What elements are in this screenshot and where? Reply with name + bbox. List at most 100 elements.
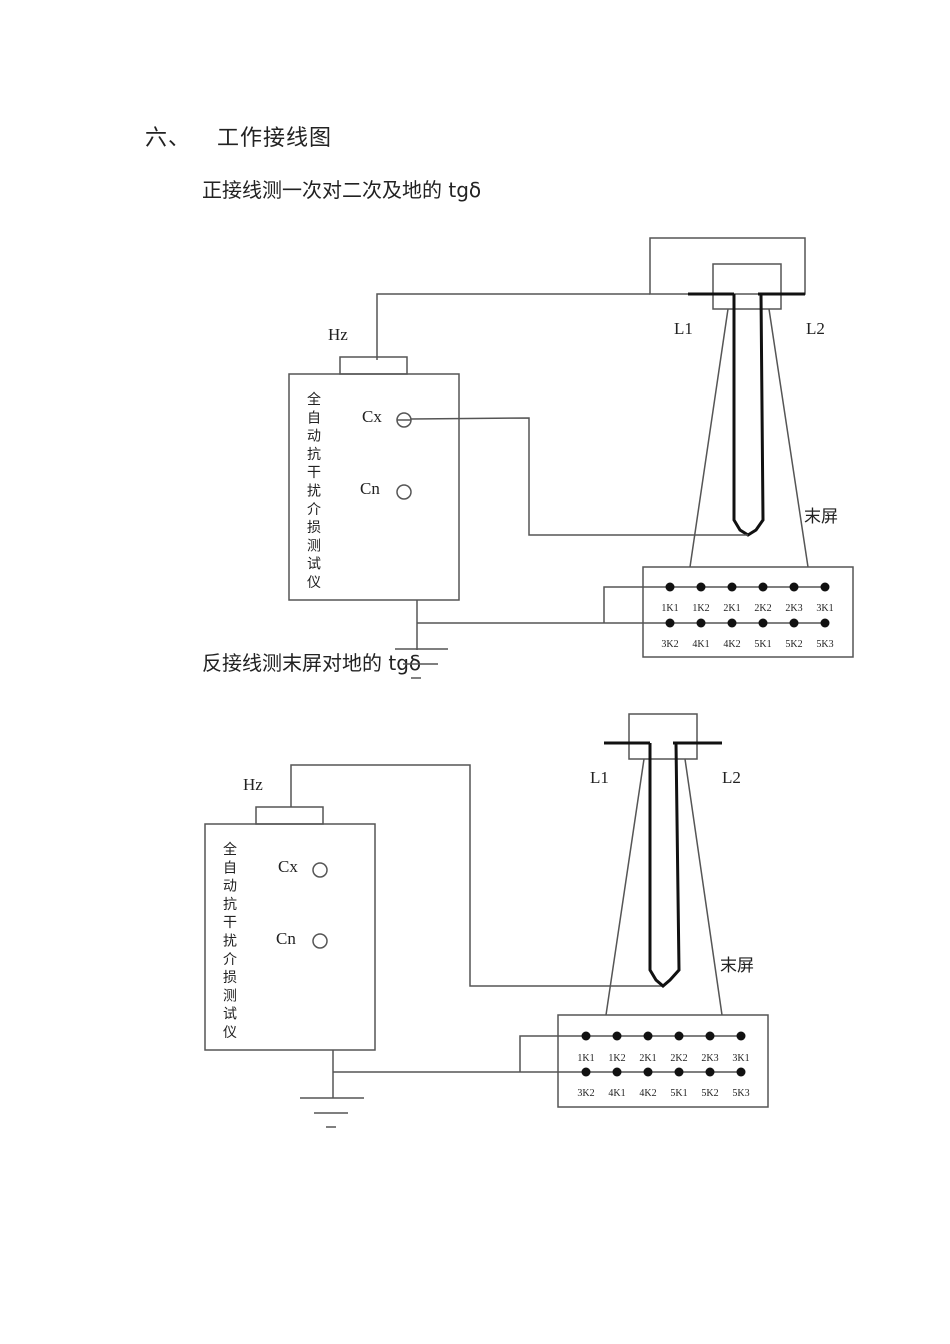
instrument-name-char: 自 [223, 860, 237, 876]
instrument-name-char: 动 [223, 879, 237, 895]
terminal-label: 2K1 [639, 1053, 656, 1064]
hz-wire [376, 293, 650, 360]
terminal-dot [758, 582, 768, 592]
terminal-dot [705, 1031, 715, 1041]
section-number: 六、 [145, 126, 192, 151]
l2-label: L2 [722, 768, 741, 787]
instrument-name-char: 动 [307, 429, 321, 445]
caption-text: 正接线测一次对二次及地的 [202, 178, 442, 202]
bushing-right-edge [768, 308, 809, 568]
instrument-name-char: 试 [307, 557, 321, 573]
instrument-name-char: 损 [223, 970, 237, 986]
instrument-box [204, 823, 376, 1051]
cn-label: Cn [360, 479, 380, 498]
bushing-head [628, 713, 698, 760]
bushing-right-edge [684, 758, 723, 1016]
hz-label: Hz [328, 325, 348, 344]
terminal-dot [665, 582, 675, 592]
terminal-dot [581, 1031, 591, 1041]
section-heading: 六、 工作接线图 [145, 120, 332, 152]
caption-symbol: tgδ [448, 178, 482, 202]
terminal-dot [758, 618, 768, 628]
instrument-name-char: 抗 [307, 447, 321, 463]
terminal-dot [612, 1067, 622, 1077]
instrument-name-char: 介 [307, 502, 321, 518]
terminal-label: 3K1 [732, 1053, 749, 1064]
terminal-dot [696, 618, 706, 628]
diagram-1-terminal-dots [665, 582, 830, 628]
caption-text: 反接线测末屏对地的 [202, 651, 382, 675]
terminal-dot [643, 1031, 653, 1041]
terminal-dot [727, 618, 737, 628]
screen-label: 末屏 [804, 507, 838, 527]
terminal-dot [789, 582, 799, 592]
cx-wire [410, 417, 748, 536]
cx-label: Cx [278, 857, 298, 876]
instrument-name-char: 干 [307, 465, 321, 481]
instrument-box [288, 373, 460, 601]
terminal-box [642, 566, 854, 658]
terminal-dot [736, 1067, 746, 1077]
diagram-2-labels: Hz Cx Cn L1 L2 末屏 [243, 768, 754, 976]
l2-label: L2 [806, 319, 825, 338]
hz-port [255, 806, 324, 825]
terminal-dot [820, 618, 830, 628]
terminal-label: 2K2 [754, 603, 771, 614]
terminal-dot [665, 618, 675, 628]
instrument-name-char: 抗 [223, 897, 237, 913]
terminal-label: 5K1 [670, 1088, 687, 1099]
terminal-label: 2K1 [723, 603, 740, 614]
terminal-dot [612, 1031, 622, 1041]
ground-link-wire [603, 586, 643, 623]
bushing-left-edge [689, 308, 729, 568]
terminal-box [557, 1014, 769, 1108]
diagram-1-caption: 正接线测一次对二次及地的 tgδ [202, 174, 481, 203]
bushing-left-edge [605, 758, 645, 1016]
diagram-reverse-wiring [204, 713, 769, 1128]
hz-wire [290, 764, 663, 987]
terminal-label: 5K1 [754, 639, 771, 650]
instrument-name-char: 仪 [307, 575, 321, 591]
cn-terminal-icon [312, 933, 328, 949]
terminal-label: 3K2 [577, 1088, 594, 1099]
terminal-label: 5K2 [785, 639, 802, 650]
terminal-label: 4K2 [639, 1088, 656, 1099]
instrument-name-char: 扰 [307, 484, 321, 500]
terminal-label: 1K2 [608, 1053, 625, 1064]
terminal-label: 1K1 [661, 603, 678, 614]
instrument-name-char: 自 [307, 410, 321, 426]
instrument-name-char: 介 [223, 952, 237, 968]
instrument-name-char: 测 [223, 988, 237, 1004]
terminal-dot [696, 582, 706, 592]
hz-label: Hz [243, 775, 263, 794]
terminal-dot [789, 618, 799, 628]
terminal-dot [705, 1067, 715, 1077]
bushing-head [712, 263, 782, 310]
instrument-name-char: 试 [223, 1007, 237, 1023]
l1-label: L1 [674, 319, 693, 338]
instrument-name-char: 全 [307, 391, 321, 408]
terminal-label: 5K3 [816, 639, 833, 650]
hz-port [339, 356, 408, 375]
diagram-1-labels: Hz Cx Cn L1 L2 末屏 [328, 319, 838, 527]
terminal-label: 4K1 [608, 1088, 625, 1099]
terminal-dot [674, 1067, 684, 1077]
terminal-dot [736, 1031, 746, 1041]
caption-symbol: tgδ [388, 651, 422, 675]
cx-label: Cx [362, 407, 382, 426]
terminal-label: 3K2 [661, 639, 678, 650]
terminal-label: 2K2 [670, 1053, 687, 1064]
bushing-core [732, 293, 765, 537]
terminal-label: 2K3 [701, 1053, 718, 1064]
cn-terminal-icon [396, 484, 412, 500]
instrument-name-char: 全 [223, 841, 237, 858]
terminal-label: 5K3 [732, 1088, 749, 1099]
terminal-label: 4K2 [723, 639, 740, 650]
terminal-label: 4K1 [692, 639, 709, 650]
l1-label: L1 [590, 768, 609, 787]
terminal-label: 1K1 [577, 1053, 594, 1064]
terminal-label: 3K1 [816, 603, 833, 614]
